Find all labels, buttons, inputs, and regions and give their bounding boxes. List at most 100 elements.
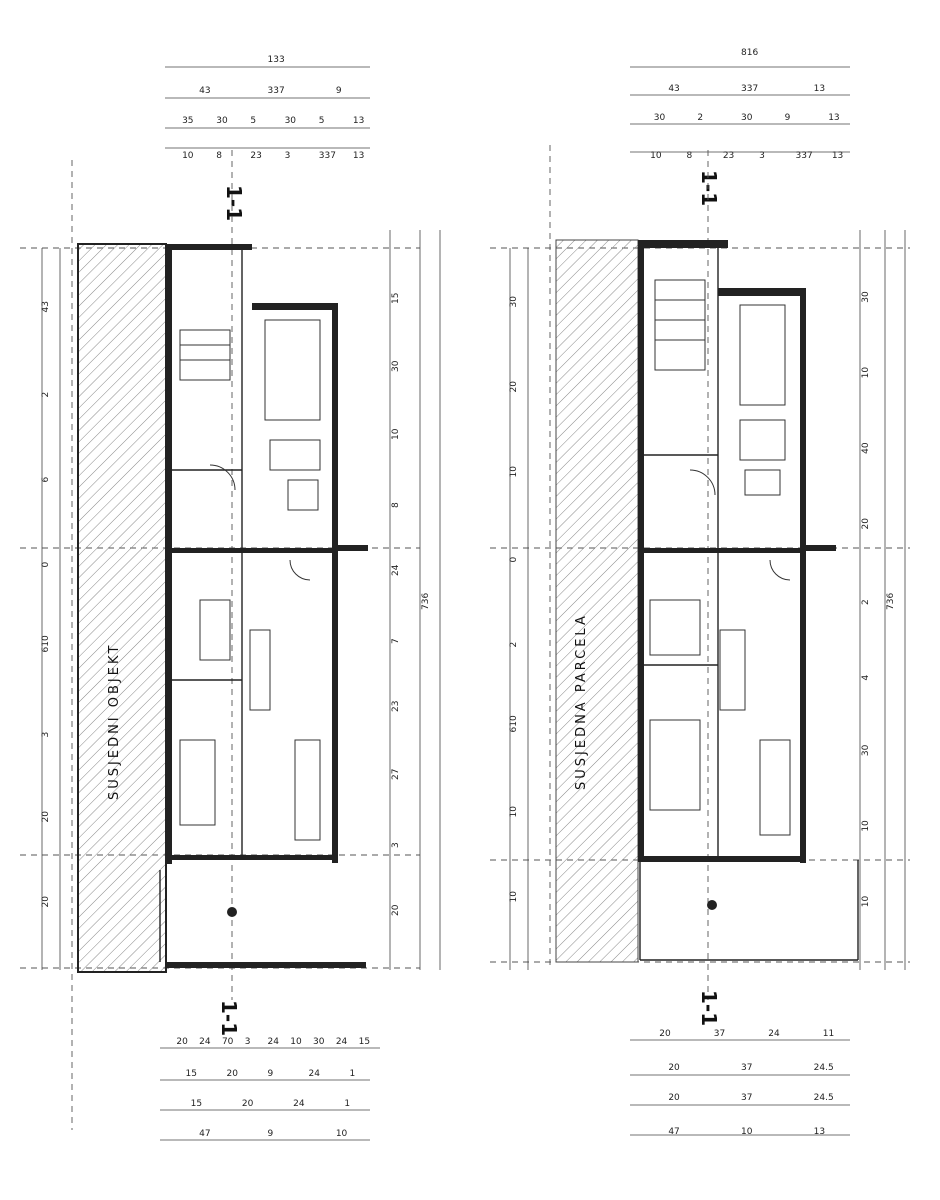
bottom-dimension-label: 37 xyxy=(741,1063,752,1073)
left-dimension-label: 0 xyxy=(41,562,51,568)
top-dimension-label: 816 xyxy=(741,48,758,58)
top-dimension-label: 337 xyxy=(268,86,285,96)
top-dimension-label: 3 xyxy=(285,151,291,161)
right-dimension-label: 40 xyxy=(861,442,871,454)
bottom-dimension-label: 70 xyxy=(222,1037,234,1047)
left-dimension-label: 2 xyxy=(41,392,51,398)
top-dimension-label: 43 xyxy=(668,84,679,94)
neighbour-label: SUSJEDNI OBJEKT xyxy=(107,643,122,800)
top-dimension-lines xyxy=(630,66,850,153)
section-marker-top: 1-1 xyxy=(222,185,246,221)
top-dimension-label: 10 xyxy=(182,151,194,161)
top-dimension-label: 13 xyxy=(353,151,364,161)
left-dimension-label: 0 xyxy=(509,557,519,563)
top-dimension-label: 337 xyxy=(741,84,758,94)
left-dimension-label: 610 xyxy=(41,635,51,652)
top-dimension-label: 9 xyxy=(785,113,791,123)
top-dimension-label: 30 xyxy=(216,116,228,126)
right-dimension-label: 10 xyxy=(861,820,871,832)
right-dimension-label: 10 xyxy=(861,367,871,379)
left-dimension-label: 20 xyxy=(41,811,51,823)
bottom-dimension-label: 24 xyxy=(268,1037,280,1047)
top-dimension-label: 30 xyxy=(654,113,666,123)
right-dimension-label: 30 xyxy=(391,360,401,372)
bottom-dimension-label: 20 xyxy=(227,1069,239,1079)
building-walls xyxy=(638,240,859,961)
left-dimension-label: 610 xyxy=(509,715,519,732)
top-dimension-label: 9 xyxy=(336,86,342,96)
right-dimension-label: 15 xyxy=(391,293,401,304)
bottom-dimension-label: 11 xyxy=(823,1029,834,1039)
right-dimension-label: 30 xyxy=(861,744,871,756)
bottom-dimension-lines xyxy=(160,1047,380,1141)
bottom-dimension-label: 37 xyxy=(741,1093,752,1103)
bottom-dimension-label: 20 xyxy=(242,1099,254,1109)
top-dimension-label: 8 xyxy=(216,151,222,161)
bottom-dimension-label: 47 xyxy=(668,1127,679,1137)
bottom-dimension-label: 37 xyxy=(714,1029,725,1039)
top-dimension-label: 13 xyxy=(814,84,825,94)
bottom-dimension-label: 9 xyxy=(268,1069,274,1079)
bottom-dimension-label: 24 xyxy=(309,1069,321,1079)
bottom-dimension-label: 30 xyxy=(313,1037,325,1047)
building-walls xyxy=(159,244,368,968)
bottom-dimension-lines xyxy=(630,1039,850,1136)
top-dimension-label: 5 xyxy=(319,116,325,126)
top-dimension-label: 8 xyxy=(687,151,693,161)
top-dimension-label: 5 xyxy=(250,116,256,126)
left-dimension-label: 10 xyxy=(509,891,519,903)
right-dimension-label: 2 xyxy=(861,599,871,605)
bottom-dimension-label: 9 xyxy=(268,1129,274,1139)
left-dimension-label: 30 xyxy=(509,296,519,308)
bottom-dimension-label: 24 xyxy=(293,1099,305,1109)
right-dimension-label: 10 xyxy=(391,428,401,440)
right-dimension-label: 27 xyxy=(391,769,401,780)
right-dimension-label: 30 xyxy=(861,291,871,303)
bottom-dimension-label: 3 xyxy=(245,1037,251,1047)
bottom-dimension-label: 15 xyxy=(191,1099,202,1109)
top-dimension-label: 43 xyxy=(199,86,210,96)
bottom-dimension-label: 15 xyxy=(186,1069,197,1079)
left-dimension-label: 10 xyxy=(509,806,519,818)
top-dimension-label: 13 xyxy=(353,116,364,126)
bottom-dimension-label: 20 xyxy=(668,1093,680,1103)
bottom-dimension-label: 15 xyxy=(359,1037,370,1047)
right-dimension-label: 4 xyxy=(861,675,871,681)
neighbour-label: SUSJEDNA PARCELA xyxy=(574,613,589,790)
top-dimension-label: 3 xyxy=(759,151,765,161)
top-dimension-label: 35 xyxy=(182,116,193,126)
left-dimension-label: 6 xyxy=(41,477,51,483)
section-marker-bottom: 1-1 xyxy=(697,990,721,1026)
right-dimension-label: 20 xyxy=(391,904,401,916)
bottom-dimension-label: 13 xyxy=(814,1127,825,1137)
furniture xyxy=(179,319,321,917)
top-dimension-label: 337 xyxy=(319,151,336,161)
bottom-dimension-label: 24.5 xyxy=(814,1093,834,1103)
top-dimension-label: 10 xyxy=(650,151,662,161)
bottom-dimension-label: 24 xyxy=(199,1037,211,1047)
bottom-dimension-label: 10 xyxy=(741,1127,753,1137)
bottom-dimension-label: 20 xyxy=(668,1063,680,1073)
right-dimension-label: 7 xyxy=(391,638,401,644)
bottom-dimension-label: 10 xyxy=(290,1037,302,1047)
furniture xyxy=(649,279,791,910)
top-dimension-label: 133 xyxy=(268,55,285,65)
right-dimension-label: 10 xyxy=(861,895,871,907)
top-dimension-label: 2 xyxy=(697,113,703,123)
bottom-dimension-label: 20 xyxy=(659,1029,671,1039)
neighbour-parcel-hatch xyxy=(555,239,639,963)
top-dimension-label: 23 xyxy=(723,151,734,161)
right-total-dimension: 736 xyxy=(886,593,896,610)
right-dimension-label: 24 xyxy=(391,564,401,576)
top-dimension-label: 30 xyxy=(741,113,753,123)
section-marker-bottom: 1-1 xyxy=(217,1000,241,1036)
left-dimension-label: 20 xyxy=(509,381,519,393)
left-dimension-label: 20 xyxy=(41,896,51,908)
top-dimension-lines xyxy=(165,66,370,149)
section-marker-top: 1-1 xyxy=(697,170,721,206)
right-dimension-label: 3 xyxy=(391,842,401,848)
